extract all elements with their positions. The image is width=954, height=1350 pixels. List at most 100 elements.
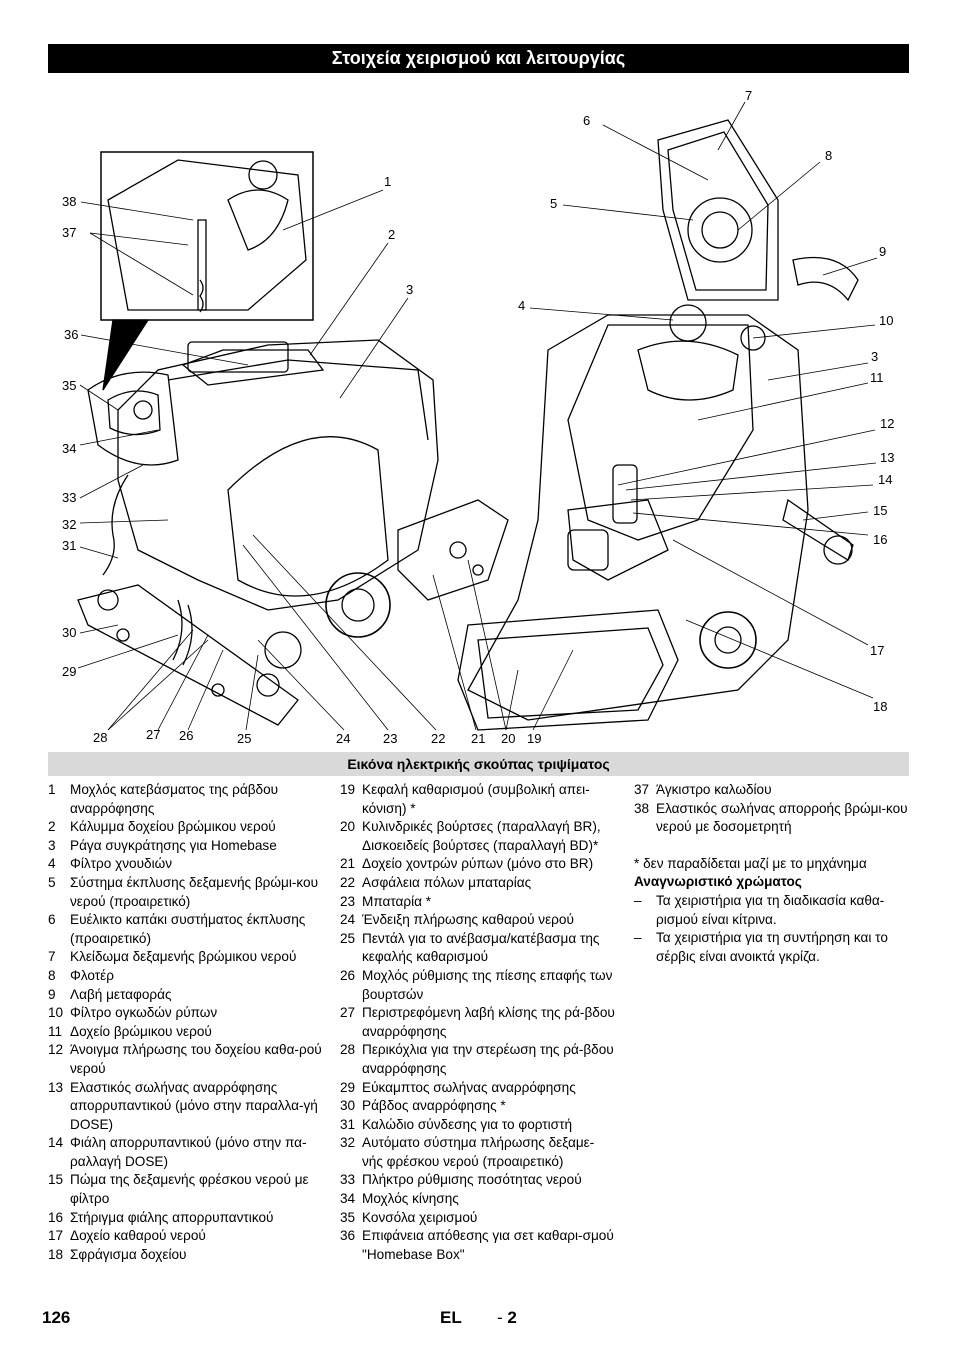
legend-item-number: 9 (48, 986, 56, 1002)
legend-item-number: 1 (48, 782, 56, 797)
callout-9: 9 (879, 244, 886, 259)
legend-item: 36 Επιφάνεια απόθεσης για σετ καθαρι-σμού… (340, 1227, 615, 1264)
legend-item-number: – (634, 892, 642, 908)
callout-26: 26 (179, 728, 193, 743)
callout-11: 11 (870, 370, 884, 385)
legend-item-text: Στήριγμα φιάλης απορρυπαντικού (70, 1209, 274, 1225)
legend-item-number: 28 (340, 1042, 356, 1058)
callout-35: 35 (62, 378, 76, 393)
legend-item-text: Κονσόλα χειρισμού (362, 1209, 478, 1225)
callout-36: 36 (64, 327, 78, 342)
legend-item-number: 36 (340, 1228, 356, 1244)
callout-32: 32 (62, 517, 76, 532)
legend-item-text: Άνοιγμα πλήρωσης του δοχείου καθα-ρού νε… (70, 1042, 322, 1076)
callout-24: 24 (336, 731, 350, 746)
legend-item: 18 Σφράγισμα δοχείου (48, 1246, 323, 1265)
legend-item: 4 Φίλτρο χνουδιών (48, 855, 323, 874)
legend-item-number: 18 (48, 1246, 64, 1262)
legend-item-number: 37 (634, 782, 650, 797)
language-code: EL (440, 1308, 462, 1327)
legend-item-number: 2 (48, 819, 56, 835)
legend-item-text: Μοχλός κατεβάσματος της ράβδου αναρρόφησ… (70, 782, 279, 816)
callout-20: 20 (501, 731, 515, 746)
legend-item-text: Μοχλός κίνησης (362, 1191, 459, 1207)
legend-item-text: Σφράγισμα δοχείου (70, 1246, 187, 1262)
legend-item-number: 30 (340, 1098, 356, 1114)
callout-1: 1 (384, 174, 391, 189)
callout-12: 12 (880, 416, 894, 431)
legend-item-text: Λαβή μεταφοράς (70, 986, 172, 1002)
callout-3b: 3 (871, 349, 878, 364)
callout-4: 4 (518, 298, 525, 313)
legend-item-number: 4 (48, 856, 56, 872)
legend-item-number: 35 (340, 1209, 356, 1225)
legend-item-number: 19 (340, 782, 356, 797)
legend-item-text: Περικόχλια για την στερέωση της ρά-βδου … (362, 1042, 614, 1076)
legend-item-text: Άγκιστρο καλωδίου (656, 782, 772, 797)
callout-2: 2 (388, 227, 395, 242)
callout-18: 18 (873, 699, 887, 714)
callout-7: 7 (745, 88, 752, 103)
callout-17: 17 (870, 643, 884, 658)
legend-item-text: Πεντάλ για το ανέβασμα/κατέβασμα της κεφ… (362, 930, 600, 965)
legend-item-text: Ένδειξη πλήρωσης καθαρού νερού (362, 912, 574, 928)
callout-33: 33 (62, 490, 76, 505)
legend-item-number: 11 (48, 1023, 63, 1039)
callout-28: 28 (93, 730, 107, 745)
callout-37: 37 (62, 225, 76, 240)
legend-item-text: Κυλινδρικές βούρτσες (παραλλαγή BR), Δισ… (362, 819, 601, 853)
legend-item-number: 12 (48, 1042, 64, 1058)
color-heading: Αναγνωριστικό χρώματος (634, 874, 802, 890)
legend-item-text: Ευέλικτο καπάκι συστήματος έκπλυσης (προ… (70, 912, 306, 946)
legend-item-number: 32 (340, 1135, 356, 1151)
legend-item-number: 8 (48, 967, 56, 983)
legend-item-number: 3 (48, 837, 56, 853)
legend-item-text: Φίλτρο ογκωδών ρύπων (70, 1005, 218, 1021)
legend-item-number: 26 (340, 967, 356, 983)
callout-13: 13 (880, 450, 894, 465)
legend-item-number: 29 (340, 1079, 356, 1095)
legend-item-number: 27 (340, 1005, 356, 1021)
legend-item-number: 21 (340, 856, 356, 872)
callout-29: 29 (62, 664, 76, 679)
legend-item-text: Ράβδος αναρρόφησης * (362, 1098, 506, 1114)
legend-item-text: Επιφάνεια απόθεσης για σετ καθαρι-σμού "… (362, 1228, 614, 1262)
sub-page-number: 2 (507, 1308, 517, 1327)
callout-38: 38 (62, 194, 76, 209)
callout-21: 21 (471, 731, 485, 746)
legend-item-text: Φίλτρο χνουδιών (70, 856, 173, 872)
legend-item-number: 22 (340, 874, 356, 890)
legend-item-number: 14 (48, 1135, 64, 1151)
legend-item: 30 Ράβδος αναρρόφησης * (340, 1097, 615, 1116)
callout-31: 31 (62, 538, 76, 553)
legend-item: –Τα χειριστήρια για τη συντήρηση και το … (634, 929, 909, 966)
legend-item: 37 Άγκιστρο καλωδίου (634, 781, 909, 800)
legend-item-text: Μπαταρία * (362, 893, 432, 909)
legend-item-text: Αυτόματο σύστημα πλήρωσης δεξαμε-νής φρέ… (362, 1135, 595, 1169)
legend-item-number: 34 (340, 1191, 356, 1207)
legend-item: 28 Περικόχλια για την στερέωση της ρά-βδο… (340, 1041, 615, 1078)
legend-item-number: 17 (48, 1228, 64, 1244)
callout-5: 5 (550, 196, 557, 211)
page-number: 126 (42, 1308, 71, 1327)
legend-item-number: 7 (48, 949, 56, 965)
legend-item-text: Ελαστικός σωλήνας αναρρόφησης απορρυπαντ… (70, 1079, 318, 1132)
legend-item-number: 31 (340, 1116, 356, 1132)
